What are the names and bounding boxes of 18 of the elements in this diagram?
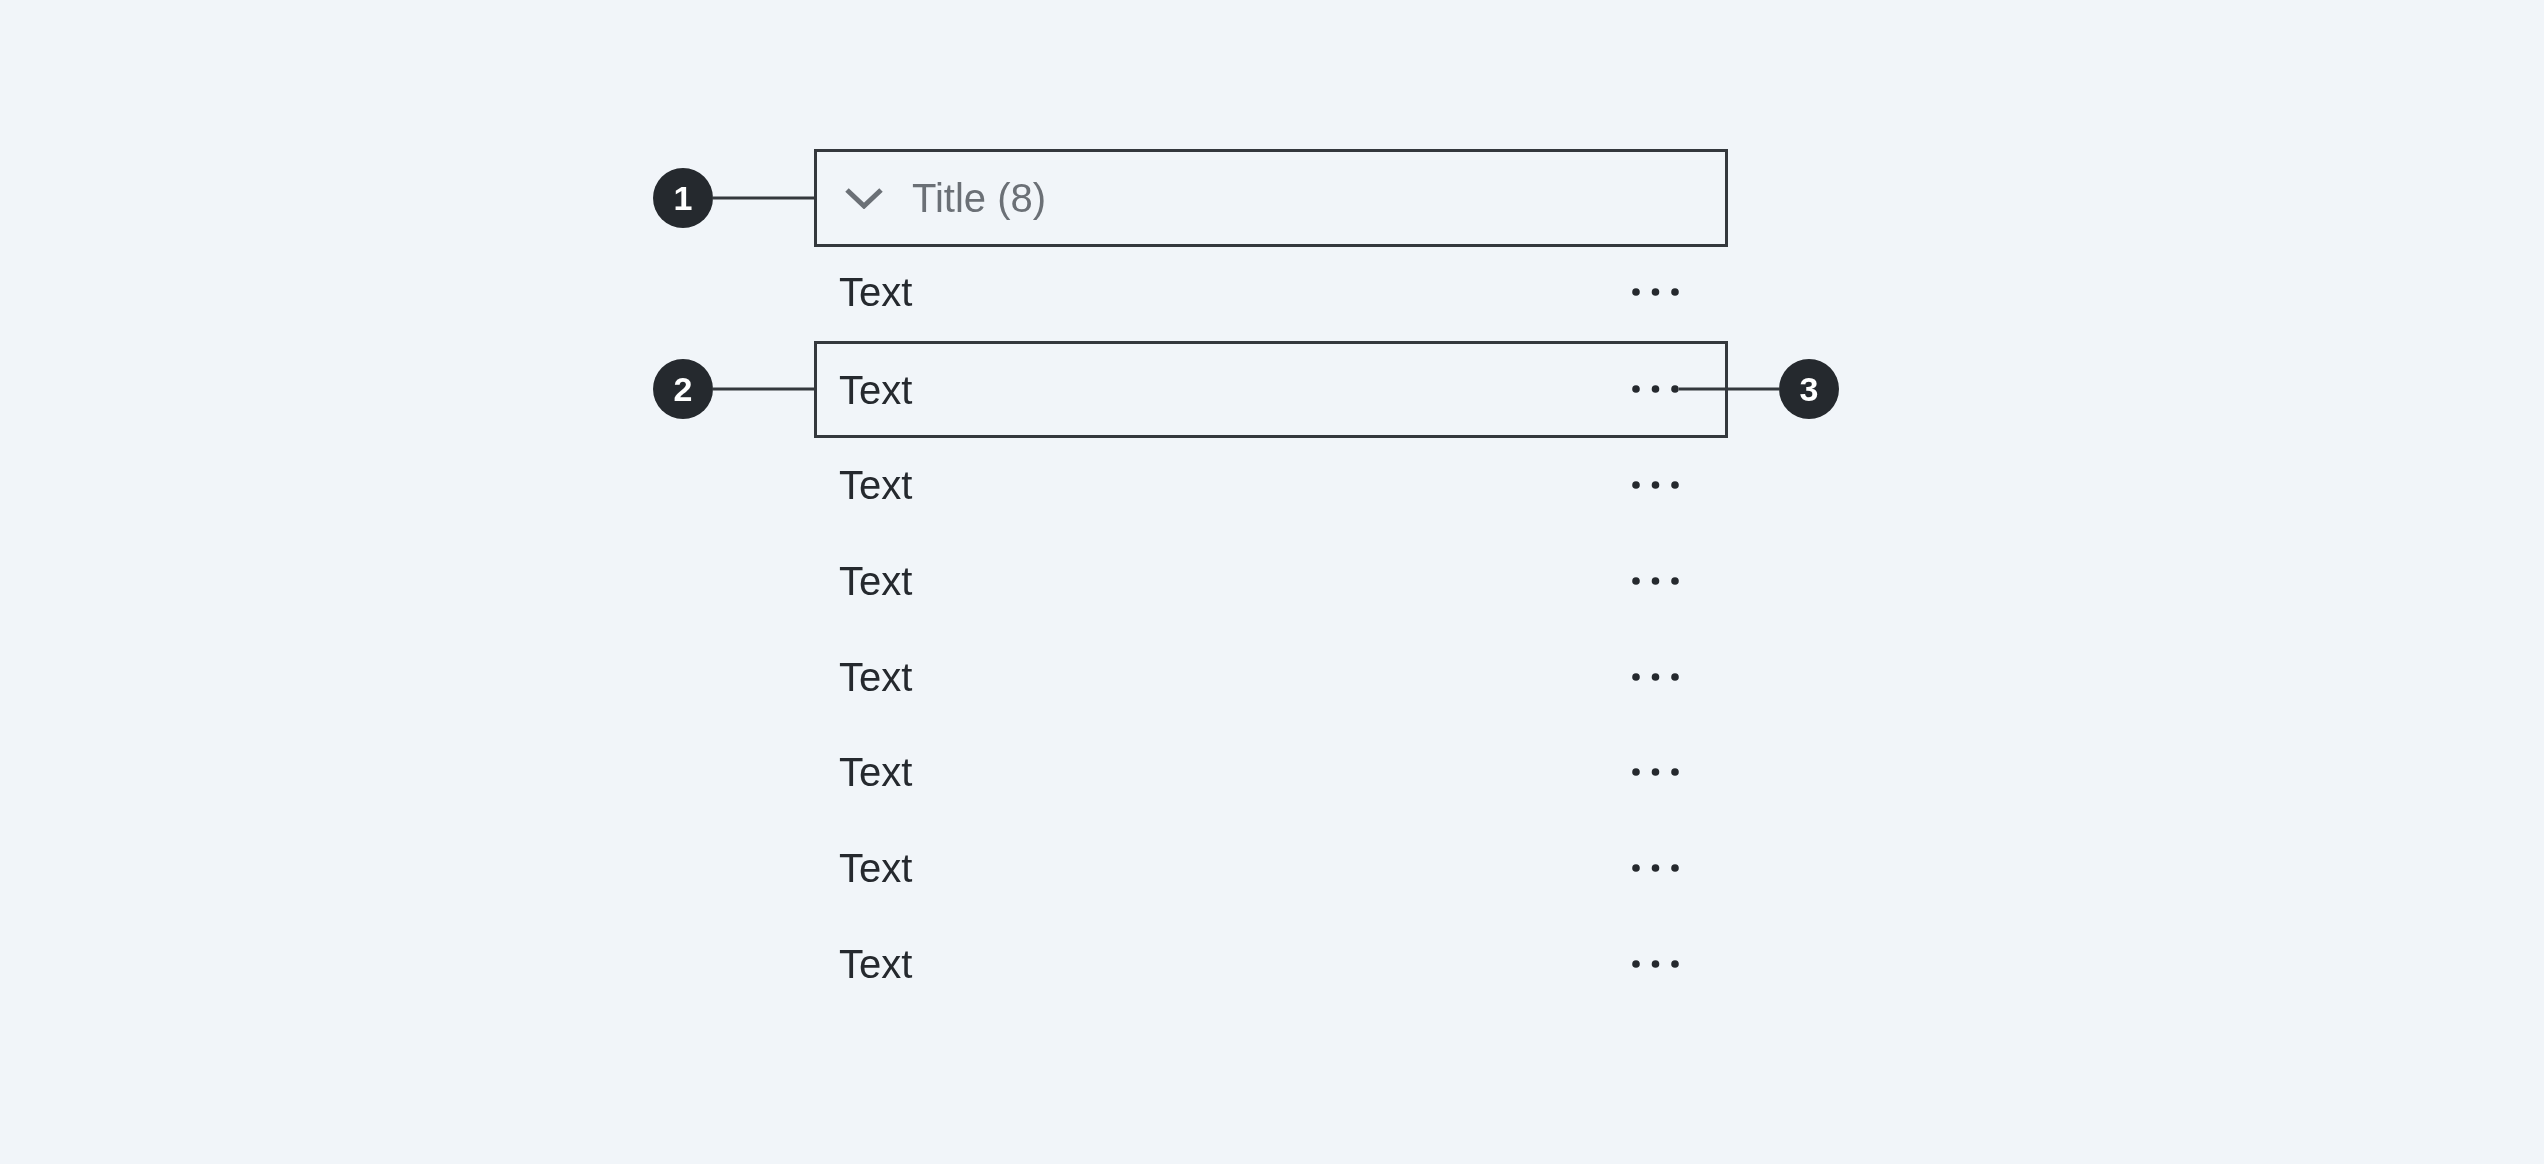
- ellipsis-icon: [1632, 385, 1679, 393]
- item-label: Text: [839, 944, 913, 984]
- group-header-row: [814, 149, 1728, 247]
- leader-line: [1679, 387, 1779, 391]
- item-label: Text: [839, 465, 913, 505]
- item-label: Text: [839, 848, 913, 888]
- list-item-row: [814, 341, 1728, 438]
- leader-line: [713, 196, 814, 200]
- leader-line: [713, 387, 814, 391]
- item-label: Text: [839, 369, 913, 410]
- callout-number: 2: [653, 359, 713, 419]
- item-label: Text: [839, 272, 913, 312]
- item-label: Text: [839, 752, 913, 792]
- item-label: Text: [839, 657, 913, 697]
- group-title: Title (8): [912, 178, 1047, 218]
- item-label: Text: [839, 561, 913, 601]
- callout-number: 1: [653, 168, 713, 228]
- callout-number: 3: [1779, 359, 1839, 419]
